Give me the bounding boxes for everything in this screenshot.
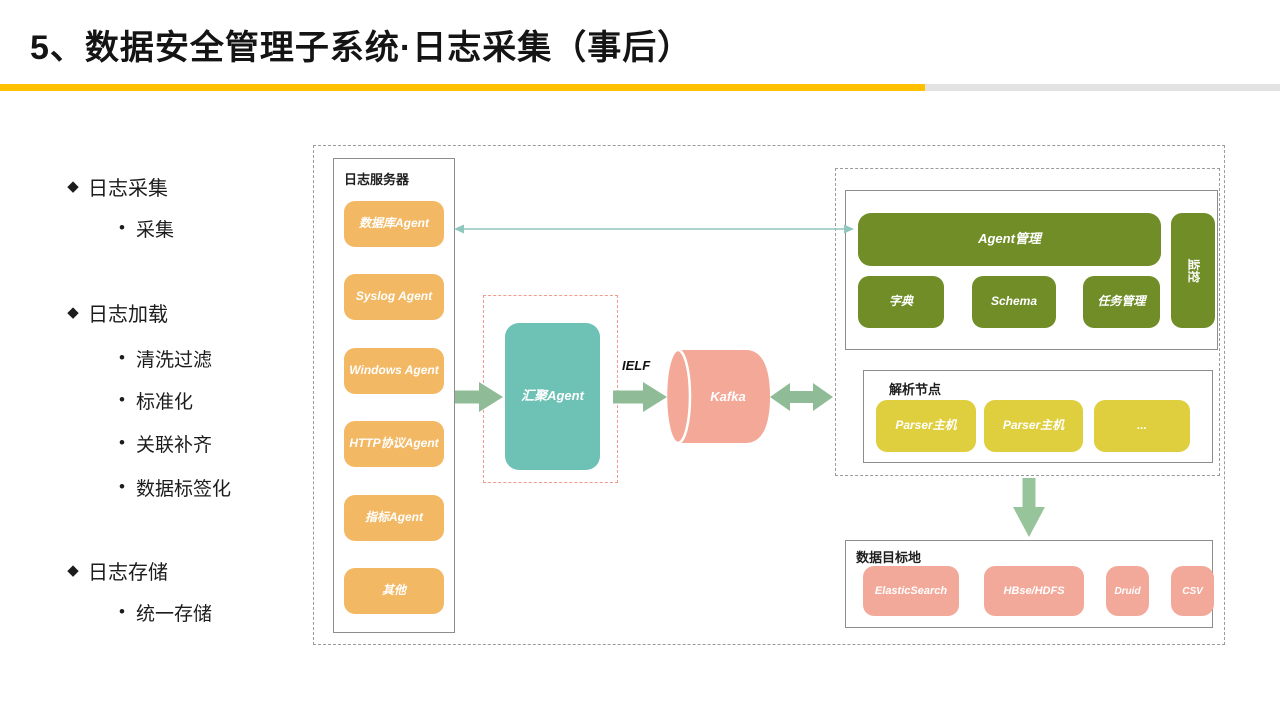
bullet-label: 统一存储 (136, 603, 213, 625)
agent-box-other: 其他 (344, 568, 444, 614)
agent-box-metric: 指标Agent (344, 495, 444, 541)
management-frame (835, 168, 1220, 476)
title-underline-bar-end (925, 84, 1280, 91)
target-csv: CSV (1171, 566, 1214, 616)
target-elasticsearch: ElasticSearch (863, 566, 959, 616)
monitor-box: 监控 (1171, 213, 1215, 328)
targets-title: 数据目标地 (856, 550, 922, 565)
bullet-section-log-store: ◆ 日志存储 (58, 557, 168, 584)
dot-bullet-icon: • (119, 348, 125, 367)
bullet-item: • 清洗过滤 (108, 345, 212, 371)
target-hbase-hdfs: HBse/HDFS (984, 566, 1084, 616)
dot-bullet-icon: • (119, 602, 125, 621)
diamond-bullet-icon: ◆ (67, 304, 79, 321)
parser-title: 解析节点 (889, 382, 942, 397)
log-server-title: 日志服务器 (344, 172, 410, 187)
task-management-box: 任务管理 (1083, 276, 1160, 328)
parser-node-more: ... (1094, 400, 1190, 452)
ielf-protocol-label: IELF (622, 358, 651, 373)
bullet-section-log-load: ◆ 日志加载 (58, 299, 168, 326)
diamond-bullet-icon: ◆ (67, 178, 79, 195)
schema-box: Schema (972, 276, 1056, 328)
agent-box-database: 数据库Agent (344, 201, 444, 247)
bullet-item: • 采集 (108, 215, 174, 241)
dot-bullet-icon: • (119, 218, 125, 237)
dot-bullet-icon: • (119, 477, 125, 496)
bullet-item: • 标准化 (108, 387, 193, 413)
bullet-item: • 数据标签化 (108, 474, 231, 500)
bullet-label: 日志采集 (88, 177, 168, 200)
management-panel: Agent管理 字典 Schema 任务管理 监控 (845, 190, 1218, 350)
dot-bullet-icon: • (119, 433, 125, 452)
agent-management-box: Agent管理 (858, 213, 1161, 266)
page-title: 5、数据安全管理子系统·日志采集（事后） (30, 28, 693, 67)
title-underline-bar (0, 84, 925, 91)
diamond-bullet-icon: ◆ (67, 562, 79, 579)
bullet-label: 数据标签化 (136, 478, 232, 500)
bullet-item: • 统一存储 (108, 599, 212, 625)
agent-box-windows: Windows Agent (344, 348, 444, 394)
bullet-label: 标准化 (136, 391, 194, 413)
bullet-label: 日志存储 (88, 561, 168, 584)
bullet-item: • 关联补齐 (108, 430, 212, 456)
bullet-label: 关联补齐 (136, 434, 213, 456)
monitor-label: 监控 (1186, 258, 1201, 283)
bullet-label: 日志加载 (88, 303, 168, 326)
bullet-label: 采集 (136, 219, 175, 241)
dot-bullet-icon: • (119, 390, 125, 409)
parser-node-2: Parser主机 (984, 400, 1083, 452)
parser-node-1: Parser主机 (876, 400, 976, 452)
log-server-panel: 日志服务器 数据库Agent Syslog Agent Windows Agen… (333, 158, 455, 633)
agent-box-http: HTTP协议Agent (344, 421, 444, 467)
target-druid: Druid (1106, 566, 1149, 616)
bullet-label: 清洗过滤 (136, 349, 213, 371)
bullet-section-log-collect: ◆ 日志采集 (58, 173, 168, 200)
parser-panel: 解析节点 Parser主机 Parser主机 ... (863, 370, 1213, 463)
dictionary-box: 字典 (858, 276, 944, 328)
targets-panel: 数据目标地 ElasticSearch HBse/HDFS Druid CSV (845, 540, 1214, 628)
aggregator-box: 汇聚Agent (505, 323, 600, 470)
diagram-outer-frame (313, 145, 1225, 645)
agent-box-syslog: Syslog Agent (344, 274, 444, 320)
